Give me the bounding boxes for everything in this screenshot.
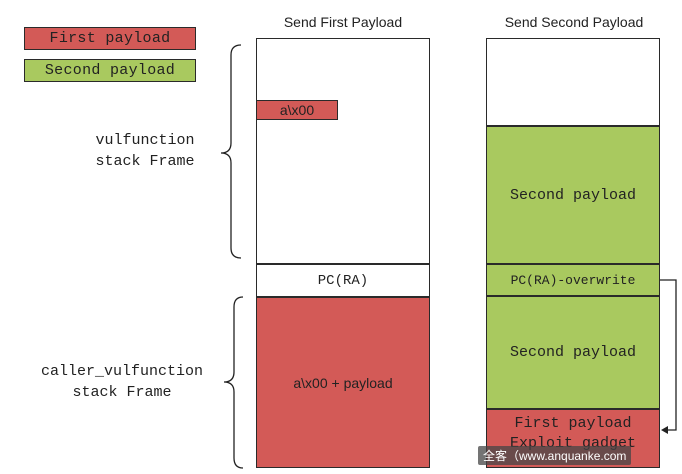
legend-first-payload: First payload xyxy=(24,27,196,50)
left-column-title: Send First Payload xyxy=(283,14,403,30)
legend-second-payload-label: Second payload xyxy=(44,62,176,79)
vulfunction-brace xyxy=(220,44,242,259)
right-gadget-line1: First payload xyxy=(514,415,632,432)
caller-frame-label: caller_vulfunction stack Frame xyxy=(40,363,204,401)
left-small-marker: a\x00 xyxy=(256,100,338,120)
right-top-empty xyxy=(486,38,660,126)
right-column-title: Send Second Payload xyxy=(504,14,644,30)
left-payload-block: a\x00 + payload xyxy=(256,297,430,468)
legend-first-payload-label: First payload xyxy=(49,30,171,47)
overwrite-arrow xyxy=(659,279,677,431)
right-lower-second-payload: Second payload xyxy=(486,296,660,409)
right-pc-overwrite: PC(RA)-overwrite xyxy=(486,264,660,296)
left-pc-ra-label: PC(RA) xyxy=(317,272,369,289)
watermark: 全客（www.anquanke.com xyxy=(478,446,632,465)
overwrite-arrow-head xyxy=(661,426,668,434)
vulfunction-frame-label: vulfunction stack Frame xyxy=(95,132,195,170)
right-lower-second-label: Second payload xyxy=(509,344,637,361)
caller-brace xyxy=(223,296,244,469)
legend-second-payload: Second payload xyxy=(24,59,196,82)
left-vulfunction-frame xyxy=(256,38,430,264)
left-pc-ra: PC(RA) xyxy=(256,264,430,297)
right-upper-second-label: Second payload xyxy=(509,186,637,204)
right-pc-overwrite-label: PC(RA)-overwrite xyxy=(510,272,636,288)
left-payload-label: a\x00 + payload xyxy=(293,374,393,391)
right-upper-second-payload: Second payload xyxy=(486,126,660,264)
left-small-marker-label: a\x00 xyxy=(279,102,315,118)
